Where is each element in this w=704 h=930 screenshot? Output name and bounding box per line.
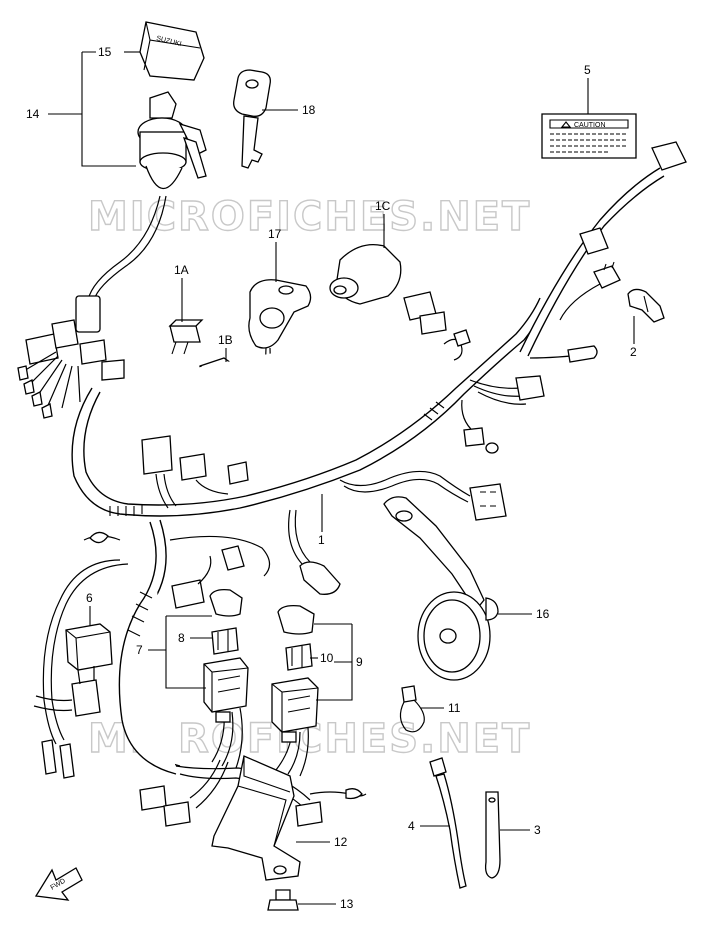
relay[interactable] (33, 623, 113, 717)
callout-13[interactable]: 13 (340, 897, 354, 911)
bulb-socket[interactable] (399, 685, 425, 733)
fuse-box-right[interactable] (271, 604, 319, 777)
callout-18[interactable]: 18 (302, 103, 316, 117)
ignition-key-cover[interactable]: SUZUKI (139, 21, 205, 81)
clamp[interactable] (484, 791, 501, 879)
callout-1c[interactable]: 1C (375, 199, 391, 213)
callout-8[interactable]: 8 (178, 631, 185, 645)
callout-9[interactable]: 9 (356, 655, 363, 669)
callout-16[interactable]: 16 (536, 607, 550, 621)
callout-1a[interactable]: 1A (174, 263, 189, 277)
harness-clamp[interactable] (627, 288, 665, 323)
callout-7[interactable]: 7 (136, 643, 143, 657)
callout-12[interactable]: 12 (334, 835, 348, 849)
wiring-harness[interactable] (17, 141, 687, 595)
callout-14[interactable]: 14 (26, 107, 40, 121)
leader-lines (48, 51, 635, 905)
bracket[interactable] (211, 755, 301, 881)
ignition-switch[interactable] (75, 91, 207, 333)
callout-2[interactable]: 2 (630, 345, 637, 359)
callout-labels: 15 14 18 5 1C 17 1A 1B 2 1 6 7 8 9 10 16… (26, 45, 637, 911)
fuse-connector-a[interactable] (168, 319, 204, 355)
cable-tie[interactable] (429, 757, 467, 889)
horn[interactable] (383, 496, 499, 681)
fuse-box-left[interactable] (203, 588, 249, 769)
callout-1[interactable]: 1 (318, 533, 325, 547)
callout-4[interactable]: 4 (408, 819, 415, 833)
lower-harness[interactable] (41, 519, 367, 827)
caution-label-text: CAUTION (574, 122, 606, 129)
key-blank[interactable] (233, 69, 271, 169)
caution-label[interactable]: CAUTION (541, 113, 637, 159)
callout-10[interactable]: 10 (320, 651, 334, 665)
fwd-arrow-icon: FWD (34, 867, 83, 901)
bolt[interactable] (267, 889, 299, 911)
callout-15[interactable]: 15 (98, 45, 112, 59)
callout-17[interactable]: 17 (268, 227, 282, 241)
callout-11[interactable]: 11 (448, 701, 461, 715)
connector-cap[interactable] (329, 243, 402, 305)
callout-1b[interactable]: 1B (218, 333, 233, 347)
callout-6[interactable]: 6 (86, 591, 93, 605)
callout-3[interactable]: 3 (534, 823, 541, 837)
callout-5[interactable]: 5 (584, 63, 591, 77)
